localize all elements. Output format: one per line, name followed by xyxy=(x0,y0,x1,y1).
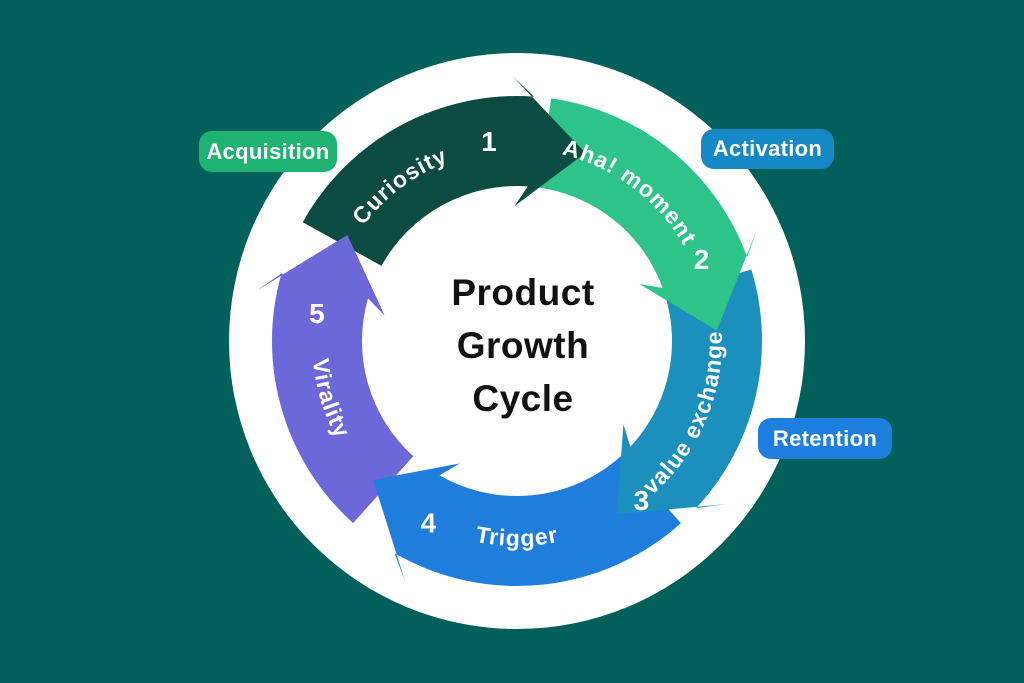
cycle-arrow-trigger xyxy=(373,456,681,587)
badge-acquisition: Acquisition xyxy=(199,131,337,172)
badge-activation: Activation xyxy=(701,129,834,169)
arrow-number-5: 5 xyxy=(309,298,325,329)
arrow-number-2: 2 xyxy=(694,244,710,275)
badge-retention-label: Retention xyxy=(772,425,878,451)
cycle-arrow-curiosity xyxy=(302,76,586,266)
cycle-arrow-aha-moment xyxy=(538,98,758,331)
cycle-arrow-virality-head-overlay xyxy=(256,235,385,316)
arrow-number-1: 1 xyxy=(481,126,497,157)
diagram-title: Product Growth Cycle xyxy=(373,266,673,425)
arrow-label-trigger: Trigger xyxy=(474,521,560,551)
arrow-number-3: 3 xyxy=(634,485,650,516)
title-line-1: Product xyxy=(451,272,595,313)
badge-retention: Retention xyxy=(758,418,892,459)
title-line-2: Growth xyxy=(456,325,590,366)
title-line-3: Cycle xyxy=(472,378,574,419)
cycle-arrow-virality xyxy=(256,235,414,524)
badge-acquisition-label: Acquisition xyxy=(206,138,330,164)
badge-activation-label: Activation xyxy=(712,136,823,161)
cycle-arrow-value-exchange xyxy=(617,269,762,515)
arrow-number-4: 4 xyxy=(421,508,437,539)
